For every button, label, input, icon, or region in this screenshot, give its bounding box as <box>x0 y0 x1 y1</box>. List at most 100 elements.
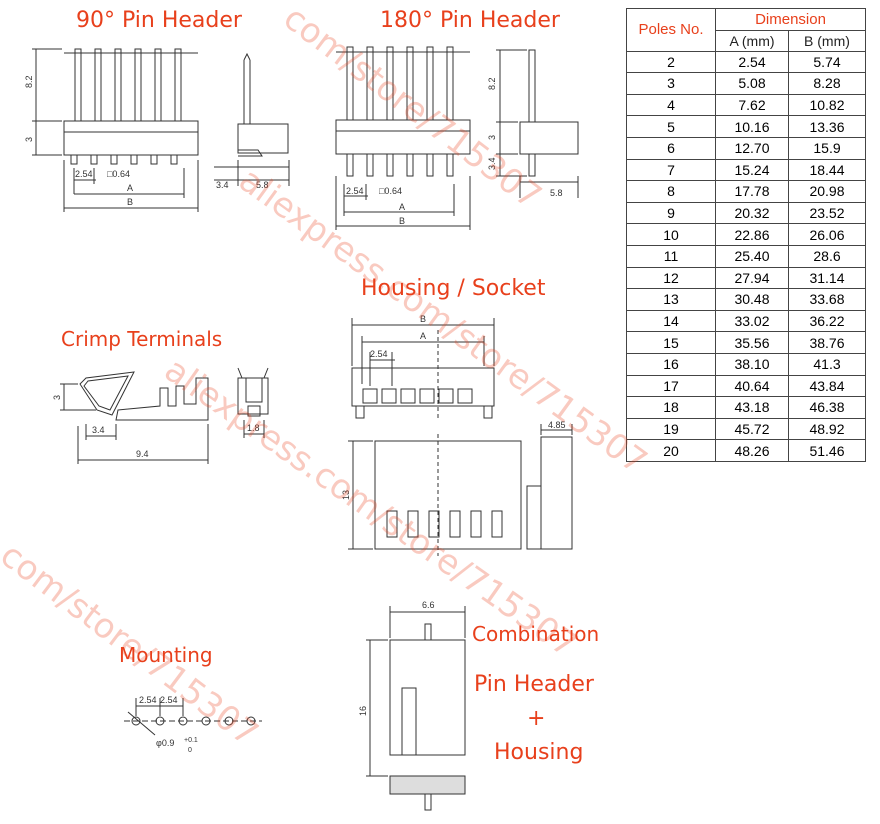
cell-a: 12.70 <box>715 136 789 160</box>
title-90-pin-header: 90° Pin Header <box>76 8 242 33</box>
dim-90-b: B <box>127 197 133 207</box>
cell-a: 38.10 <box>715 352 789 376</box>
header-poles-no: Poles No. <box>626 8 716 52</box>
cell-poles: 11 <box>626 244 716 268</box>
cell-b: 51.46 <box>788 439 866 462</box>
header-col-b: B (mm) <box>788 29 866 52</box>
cell-a: 22.86 <box>715 223 789 246</box>
dim-180-0-64: □0.64 <box>379 186 402 196</box>
dim-180-8-2: 8.2 <box>487 77 497 90</box>
housing-side-view <box>526 424 573 550</box>
cell-poles: 15 <box>626 331 716 354</box>
title-housing-socket: Housing / Socket <box>361 276 546 301</box>
pin-header-180-side-view <box>496 49 579 198</box>
dim-mount-2-54-b: 2.54 <box>160 695 178 705</box>
cell-b: 38.76 <box>788 331 866 354</box>
title-combo-pin-header: Pin Header <box>474 672 594 697</box>
dim-housing-4-85: 4.85 <box>548 420 566 430</box>
cell-a: 33.02 <box>715 309 789 333</box>
title-combo-plus: + <box>527 706 546 731</box>
cell-a: 17.78 <box>715 180 789 203</box>
cell-b: 13.36 <box>788 115 866 138</box>
cell-poles: 10 <box>626 223 716 246</box>
housing-front-view <box>348 434 522 556</box>
dim-housing-13: 13 <box>341 490 351 500</box>
cell-b: 18.44 <box>788 158 866 182</box>
dim-180-2-54: 2.54 <box>346 186 364 196</box>
dim-mount-hole: φ0.9 <box>156 738 174 748</box>
cell-poles: 12 <box>626 266 716 290</box>
dim-crimp-3-4: 3.4 <box>92 425 105 435</box>
cell-b: 41.3 <box>788 352 866 376</box>
dim-combo-6-6: 6.6 <box>422 600 435 610</box>
title-crimp-terminals: Crimp Terminals <box>61 327 223 351</box>
title-combo-housing: Housing <box>494 740 584 765</box>
header-dimension: Dimension <box>715 8 866 31</box>
cell-a: 30.48 <box>715 288 789 311</box>
cell-b: 31.14 <box>788 266 866 290</box>
cell-poles: 6 <box>626 136 716 160</box>
dim-90-8-2: 8.2 <box>24 75 34 88</box>
cell-b: 28.6 <box>788 244 866 268</box>
title-180-pin-header: 180° Pin Header <box>380 8 560 33</box>
pin-header-180-front-view <box>335 46 471 230</box>
dim-90-a: A <box>127 183 133 193</box>
cell-b: 26.06 <box>788 223 866 246</box>
cell-b: 10.82 <box>788 93 866 117</box>
cell-poles: 4 <box>626 93 716 117</box>
dim-90-2-54: 2.54 <box>75 169 93 179</box>
cell-a: 45.72 <box>715 417 789 441</box>
dim-mount-tol-dn: 0 <box>188 747 192 754</box>
cell-a: 25.40 <box>715 244 789 268</box>
dim-90-3: 3 <box>24 137 34 142</box>
dim-90-3-4: 3.4 <box>216 180 229 190</box>
cell-poles: 16 <box>626 352 716 376</box>
dim-crimp-9-4: 9.4 <box>136 449 149 459</box>
cell-b: 8.28 <box>788 72 866 95</box>
cell-poles: 2 <box>626 50 716 74</box>
dim-housing-b: B <box>420 314 426 324</box>
cell-b: 33.68 <box>788 288 866 311</box>
cell-b: 36.22 <box>788 309 866 333</box>
dim-mount-2-54-a: 2.54 <box>139 695 157 705</box>
dim-crimp-1-8: 1.8 <box>247 423 260 433</box>
cell-a: 43.18 <box>715 396 789 419</box>
dim-180-5-8: 5.8 <box>550 188 563 198</box>
title-combination: Combination <box>472 622 600 646</box>
dim-180-b: B <box>399 216 405 226</box>
cell-b: 23.52 <box>788 201 866 225</box>
cell-b: 48.92 <box>788 417 866 441</box>
cell-a: 48.26 <box>715 439 789 462</box>
cell-poles: 13 <box>626 288 716 311</box>
dim-180-3: 3 <box>487 135 497 140</box>
cell-poles: 19 <box>626 417 716 441</box>
dim-combo-16: 16 <box>358 706 368 716</box>
dim-180-a: A <box>399 202 405 212</box>
cell-b: 5.74 <box>788 50 866 74</box>
dim-90-5-8: 5.8 <box>256 180 269 190</box>
pin-header-90-front-view <box>32 48 199 212</box>
title-mounting: Mounting <box>119 643 213 667</box>
cell-a: 35.56 <box>715 331 789 354</box>
header-col-a: A (mm) <box>715 29 789 52</box>
cell-b: 43.84 <box>788 374 866 398</box>
dim-180-3-4: 3.4 <box>487 157 497 170</box>
cell-poles: 3 <box>626 72 716 95</box>
cell-a: 27.94 <box>715 266 789 290</box>
